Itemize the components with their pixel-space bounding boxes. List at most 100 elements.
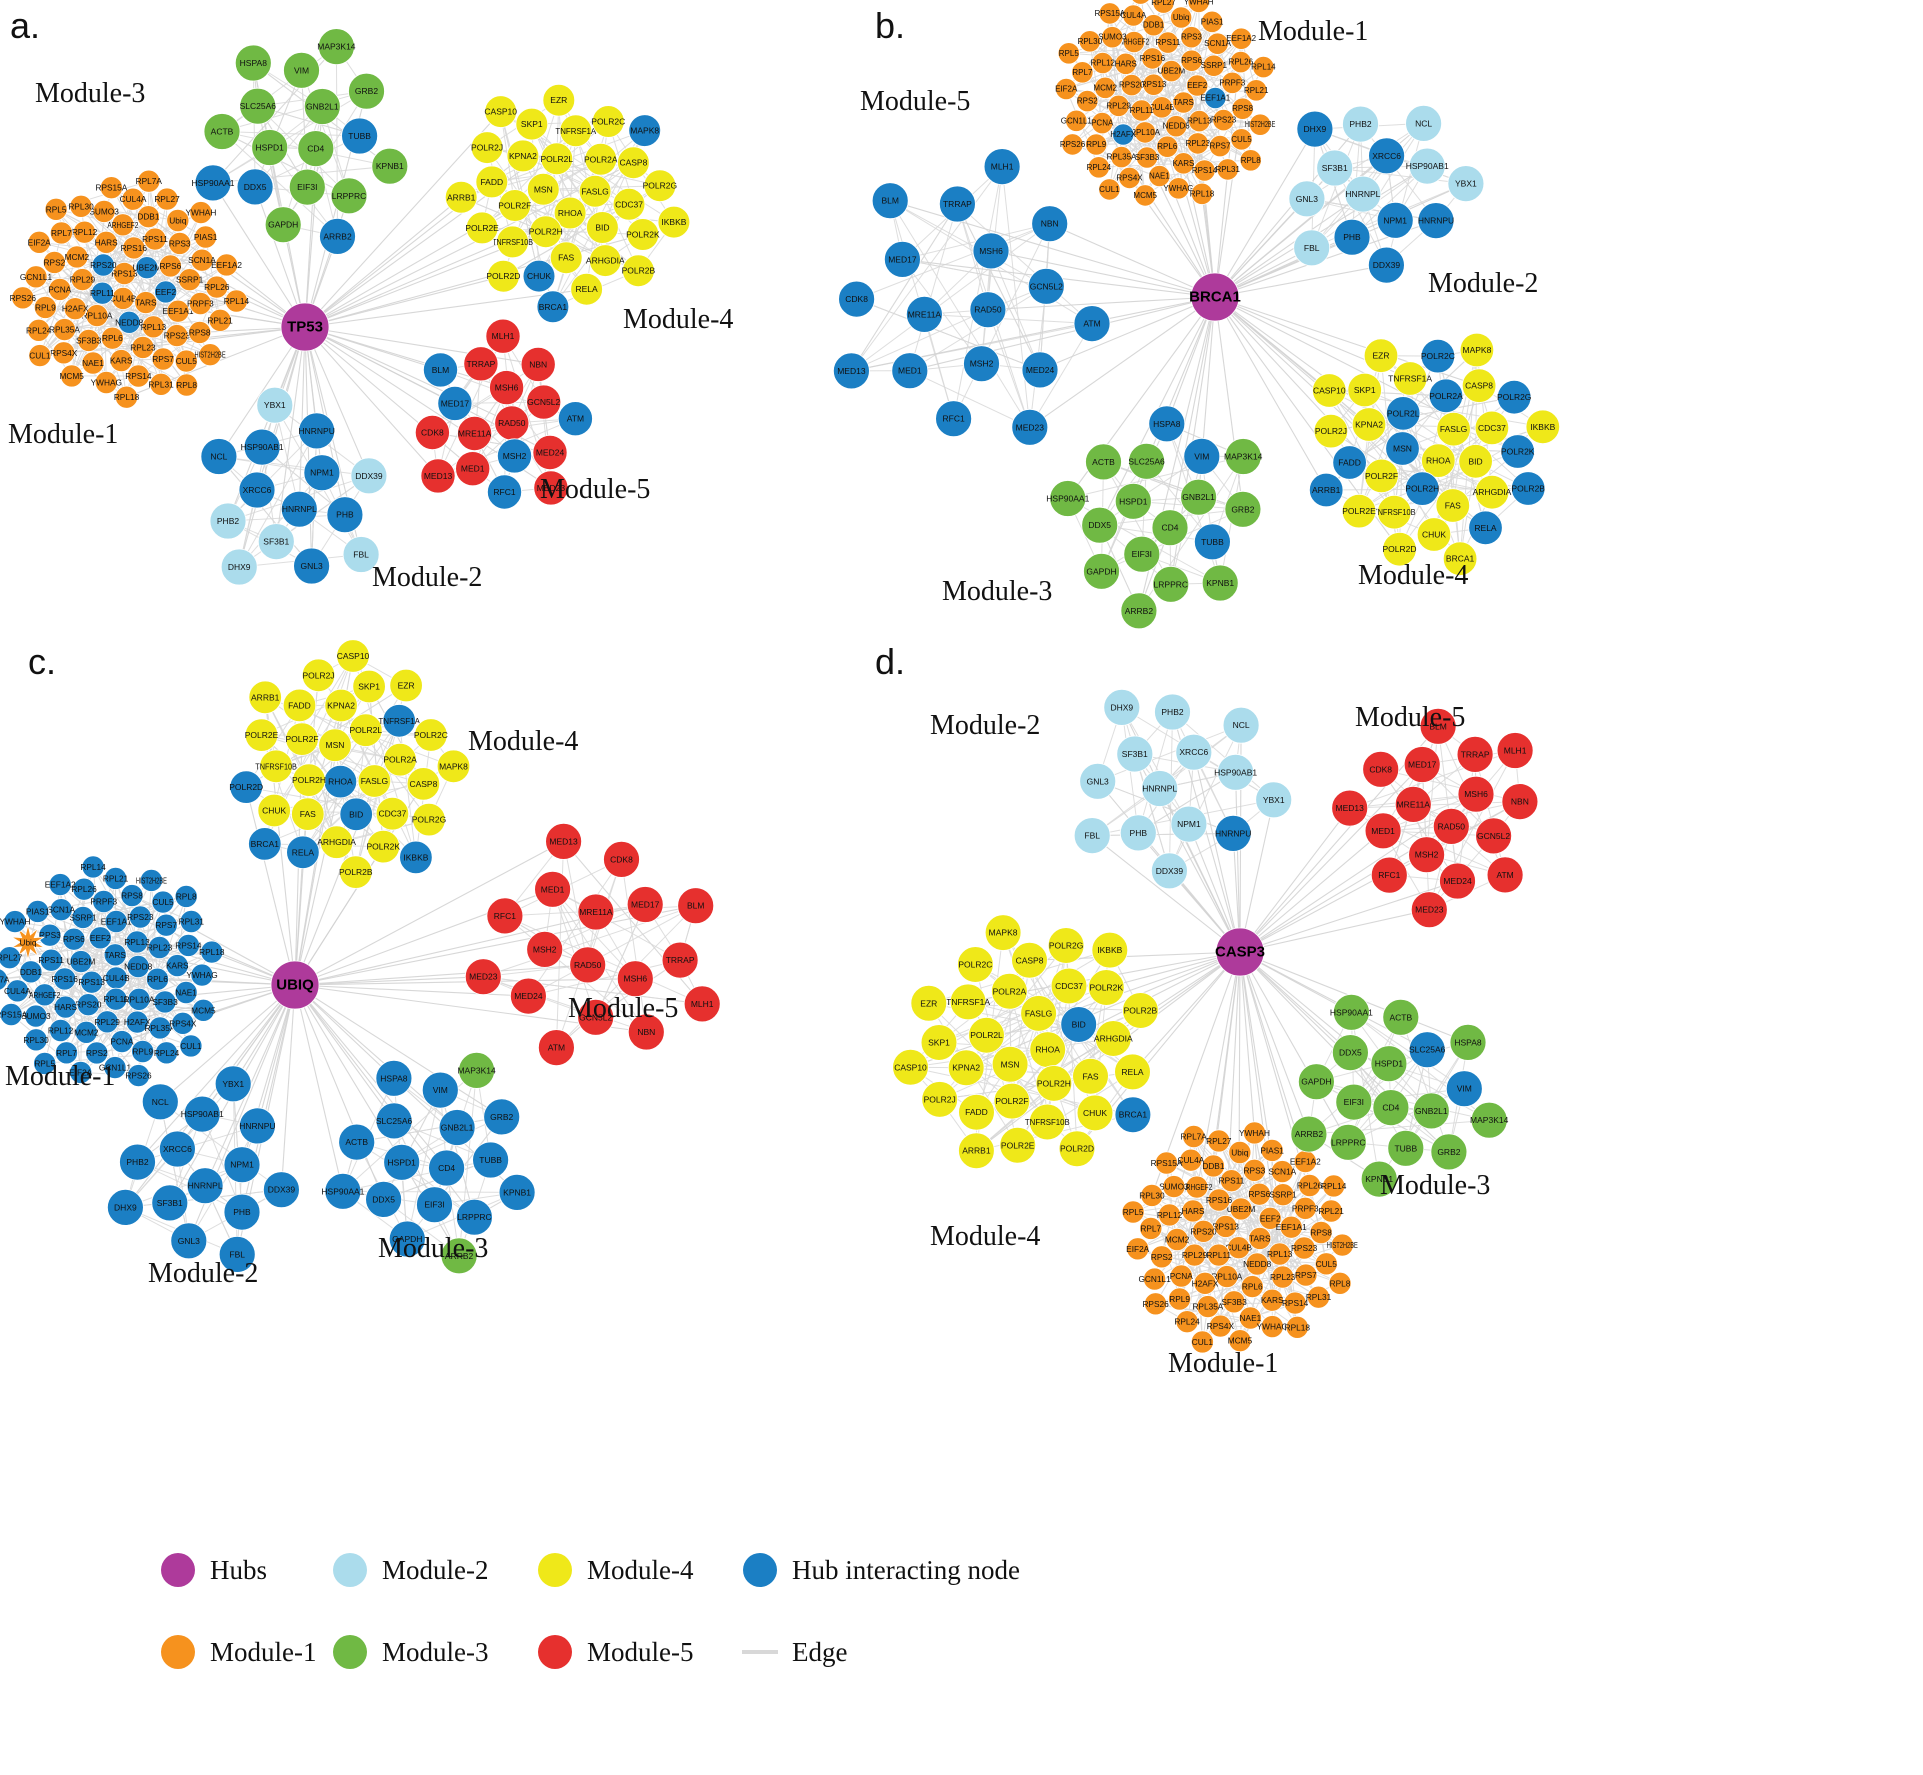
gene-node-label: MED13 (549, 836, 578, 846)
gene-node-label: POLR2E (1001, 1140, 1035, 1150)
gene-node-label: KPNB1 (1365, 1174, 1393, 1184)
gene-node-label: GAPDH (1301, 1077, 1331, 1087)
node-RPS7: RPS7 (1208, 135, 1232, 158)
gene-node-icon (1208, 135, 1232, 158)
gene-node-label: CDK8 (1369, 764, 1392, 774)
hub-edge (294, 905, 696, 986)
gene-node-icon (1421, 443, 1456, 478)
gene-node-icon (52, 341, 76, 365)
gene-node-label: PHB (1343, 232, 1361, 242)
gene-node-label: HSPD1 (1375, 1059, 1404, 1069)
module-label-module-5-b: Module-5 (860, 86, 970, 117)
edge (1351, 1011, 1465, 1090)
gene-node-icon (1120, 592, 1158, 630)
edge (221, 131, 338, 237)
node-GNB2L1: GNB2L1 (1412, 1092, 1450, 1130)
edge (157, 979, 167, 1053)
gene-node-label: KARS (166, 961, 189, 971)
node-GNL3: GNL3 (293, 547, 331, 585)
hub-edge (304, 326, 439, 477)
node-MED1: MED1 (455, 451, 491, 487)
gene-node-icon (436, 749, 471, 783)
gene-node-label: POLR2G (643, 181, 678, 191)
node-BID: BID (586, 211, 619, 244)
hub-edge (254, 186, 306, 328)
node-RELA: RELA (570, 272, 603, 306)
gene-node-label: YWHAG (186, 970, 217, 980)
gene-node-label: RPL31 (179, 917, 205, 927)
node-ATM: ATM (557, 401, 593, 437)
gene-node-icon (1363, 338, 1399, 373)
gene-node-label: EIF2A (69, 1067, 93, 1077)
node-ARRB1: ARRB1 (444, 181, 478, 214)
gene-node-icon (1214, 1214, 1238, 1238)
node-ATM: ATM (538, 1029, 575, 1066)
gene-node-icon (262, 1171, 300, 1209)
gene-node-icon (657, 205, 691, 239)
node-SSRP1: SSRP1 (1269, 1183, 1297, 1207)
node-RAD50: RAD50 (1432, 808, 1470, 845)
gene-node-icon (1461, 368, 1497, 403)
node-EIF3I: EIF3I (416, 1186, 453, 1224)
edge (851, 309, 989, 372)
gene-node-label: RPL30 (68, 201, 94, 211)
gene-node-label: MED17 (1408, 760, 1437, 770)
gene-node-icon (1204, 86, 1227, 110)
gene-node-icon (236, 168, 274, 206)
gene-node-icon (350, 457, 388, 495)
gene-node-icon (661, 941, 699, 979)
gene-node-icon (1470, 1101, 1508, 1139)
edge (902, 258, 1047, 287)
gene-node-icon (28, 344, 52, 368)
gene-node-icon (103, 1056, 127, 1080)
node-RHOA: RHOA (1029, 1031, 1066, 1068)
node-EZR: EZR (910, 984, 948, 1022)
gene-node-label: DDX5 (1339, 1048, 1362, 1058)
gene-node-label: H2AFX (62, 304, 89, 314)
edge (238, 430, 318, 568)
node-FASLG: FASLG (1020, 995, 1057, 1032)
gene-node-icon (643, 169, 677, 203)
node-GNL3: GNL3 (1288, 180, 1326, 218)
gene-node-label: CDC37 (615, 199, 643, 209)
gene-node-label: EIF3I (1132, 549, 1152, 559)
node-RPL12: RPL12 (72, 220, 98, 244)
gene-node-icon (1468, 510, 1503, 545)
gene-node-label: RPS8 (189, 327, 211, 337)
module-1-cluster-a: CUL4BRPS13TARSRPL11UBE2MNEDD8RPS20EEF2RP… (10, 169, 249, 409)
node-SUMO3: SUMO3 (1159, 1175, 1189, 1199)
gene-node-label: POLR2L (349, 725, 382, 735)
gene-node-icon (1172, 152, 1195, 175)
node-RPL18: RPL18 (199, 940, 225, 964)
gene-node-label: GNB2L1 (306, 102, 339, 112)
gene-node-label: RPL23 (1186, 139, 1211, 148)
gene-node-label: KPNA2 (327, 701, 355, 711)
node-GNB2L1: GNB2L1 (1180, 478, 1217, 516)
node-TUBB: TUBB (341, 117, 379, 155)
hub-edge (1049, 223, 1216, 298)
node-BRCA1: BRCA1 (536, 290, 570, 324)
gene-node-icon (838, 280, 875, 318)
legend-item-label: Edge (792, 1637, 847, 1667)
node-DHX9: DHX9 (220, 548, 258, 586)
gene-node-label: TARS (104, 950, 126, 960)
gene-node-icon (69, 950, 93, 974)
node-RPS8: RPS8 (1309, 1221, 1333, 1245)
node-TARS: TARS (1172, 91, 1195, 114)
node-YWHAH: YWHAH (1184, 0, 1214, 13)
edge (157, 896, 187, 980)
gene-node-label: RPL21 (207, 315, 233, 325)
node-CDC37: CDC37 (1050, 967, 1088, 1005)
gene-node-label: MSH2 (970, 359, 994, 369)
gene-node-label: IKBKB (1097, 945, 1122, 955)
node-RPL8: RPL8 (1239, 149, 1262, 172)
gene-node-icon (81, 855, 105, 879)
gene-node-icon (49, 221, 73, 245)
gene-node-icon (538, 1029, 575, 1066)
gene-node-label: RPS8 (1310, 1228, 1332, 1238)
gene-node-label: PHB2 (1161, 707, 1183, 717)
gene-node-label: EEF2 (1260, 1213, 1281, 1223)
gene-node-label: KPNA2 (1355, 420, 1383, 430)
gene-node-label: MCM2 (1093, 83, 1117, 92)
gene-node-icon (1207, 1188, 1231, 1212)
